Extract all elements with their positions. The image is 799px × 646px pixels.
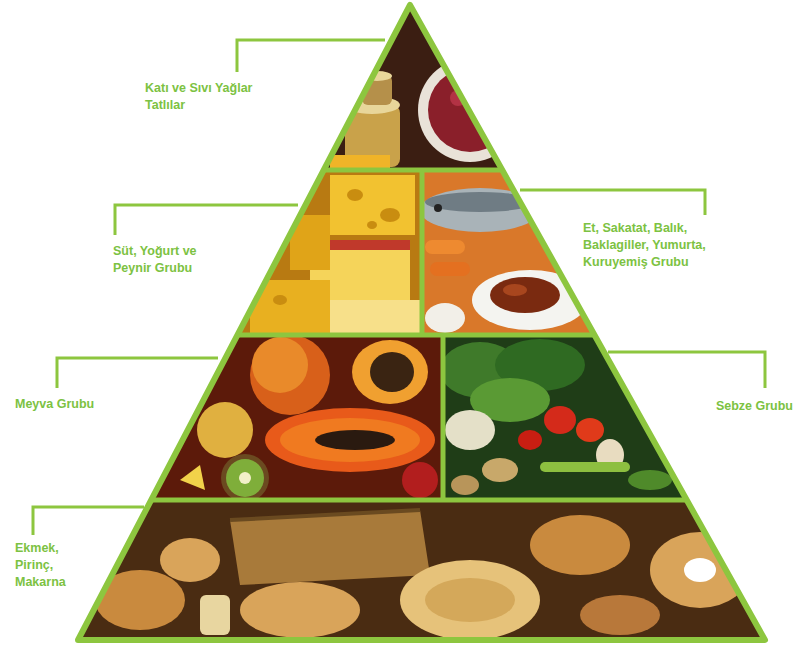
vegetable-picture: [440, 330, 695, 505]
group-label: Ekmek, Pirinç, Makarna: [15, 540, 81, 591]
group-label: Süt, Yoğurt ve Peynir Grubu: [113, 243, 223, 277]
pyramid-outline: [78, 5, 765, 640]
group-label: Katı ve Sıvı Yağlar Tatlılar: [145, 80, 295, 114]
group-label: Sebze Grubu: [683, 398, 793, 415]
group-label: Et, Sakatat, Balık, Baklagiller, Yumurta…: [583, 220, 733, 271]
bread-picture: [70, 495, 770, 645]
dairy-picture: [230, 165, 430, 340]
leader-lines: [33, 40, 765, 535]
fruit-picture: [145, 330, 450, 505]
group-label: Meyva Grubu: [15, 396, 145, 413]
